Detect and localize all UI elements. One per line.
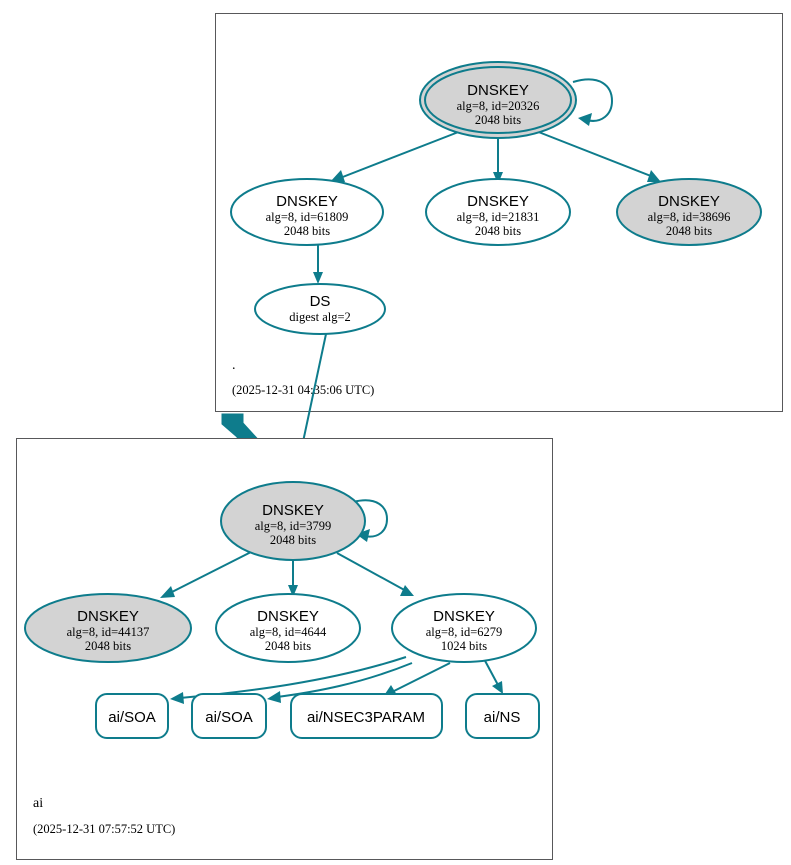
edge-root-ksk-to-38696 <box>535 130 661 182</box>
zone-label-root: . <box>232 358 236 373</box>
edge-root-ksk-to-61809 <box>330 130 462 182</box>
ai-soa-1-box <box>95 693 169 739</box>
ai-zsk-6279-params: alg=8, id=6279 <box>426 625 503 639</box>
edge-ai-ksk-to-6279 <box>336 552 414 596</box>
edge-ai-ksk-to-44137 <box>160 550 254 598</box>
ai-soa-2-box <box>191 693 267 739</box>
zone-cluster-root: DNSKEY alg=8, id=20326 2048 bits DNSKEY … <box>215 13 783 412</box>
edge-root-ksk-selfsign <box>572 78 614 126</box>
root-zsk-61809-ellipse <box>230 178 384 246</box>
ai-zsk-4644-params: alg=8, id=4644 <box>250 625 327 639</box>
ai-zsk-6279-ellipse <box>391 593 537 663</box>
node-ai-zsk-4644[interactable]: DNSKEY alg=8, id=4644 2048 bits <box>215 593 361 663</box>
ai-zsk-6279-size: 1024 bits <box>441 639 487 653</box>
node-root-ksk-20326[interactable]: DNSKEY alg=8, id=20326 2048 bits <box>419 61 577 139</box>
ai-zsk-4644-title: DNSKEY <box>257 608 319 625</box>
root-ds-title: DS <box>310 293 331 310</box>
node-ai-zsk-6279[interactable]: DNSKEY alg=8, id=6279 1024 bits <box>391 593 537 663</box>
ai-zsk-4644-ellipse <box>215 593 361 663</box>
root-zsk-21831-params: alg=8, id=21831 <box>457 210 540 224</box>
node-root-zsk-38696[interactable]: DNSKEY alg=8, id=38696 2048 bits <box>616 178 762 246</box>
root-ksk-inner-ellipse <box>424 66 572 134</box>
ai-zsk-44137-size: 2048 bits <box>85 639 131 653</box>
ai-soa-1-label: ai/SOA <box>108 709 156 726</box>
ai-ns-box <box>465 693 540 739</box>
edge-ai-6279-to-ns <box>482 656 503 694</box>
ai-nsec3param-box <box>290 693 443 739</box>
root-zsk-38696-size: 2048 bits <box>666 224 712 238</box>
node-root-zsk-21831[interactable]: DNSKEY alg=8, id=21831 2048 bits <box>425 178 571 246</box>
ai-zsk-44137-title: DNSKEY <box>77 608 139 625</box>
edge-ai-ksk-to-4644 <box>288 559 298 597</box>
node-root-zsk-61809[interactable]: DNSKEY alg=8, id=61809 2048 bits <box>230 178 384 246</box>
edge-root-61809-to-ds <box>313 245 323 284</box>
root-zsk-38696-ellipse <box>616 178 762 246</box>
root-ds-ellipse <box>254 283 386 335</box>
ai-ksk-3799-ellipse <box>220 481 366 561</box>
root-zsk-38696-title: DNSKEY <box>658 193 720 210</box>
ai-zsk-6279-title: DNSKEY <box>433 608 495 625</box>
root-zsk-21831-title: DNSKEY <box>467 193 529 210</box>
root-ksk-params: alg=8, id=20326 <box>457 99 540 113</box>
node-rrset-ai-ns[interactable]: ai/NS <box>465 693 540 739</box>
root-zsk-21831-size: 2048 bits <box>475 224 521 238</box>
ai-ksk-3799-size: 2048 bits <box>270 533 316 547</box>
root-zsk-38696-params: alg=8, id=38696 <box>648 210 731 224</box>
ai-nsec3param-label: ai/NSEC3PARAM <box>307 709 425 726</box>
node-ai-ksk-3799[interactable]: DNSKEY alg=8, id=3799 2048 bits <box>220 481 366 561</box>
ai-ksk-3799-params: alg=8, id=3799 <box>255 519 332 533</box>
zone-label-ai: ai <box>33 796 43 811</box>
node-root-ds[interactable]: DS digest alg=2 <box>254 283 386 335</box>
ai-ksk-3799-title: DNSKEY <box>262 502 324 519</box>
ai-zsk-44137-params: alg=8, id=44137 <box>67 625 150 639</box>
root-ds-params: digest alg=2 <box>289 310 351 324</box>
ai-zsk-4644-size: 2048 bits <box>265 639 311 653</box>
node-ai-zsk-44137[interactable]: DNSKEY alg=8, id=44137 2048 bits <box>24 593 192 663</box>
zone-cluster-ai: DNSKEY alg=8, id=3799 2048 bits DNSKEY a… <box>16 438 553 860</box>
node-rrset-ai-soa-2[interactable]: ai/SOA <box>191 693 267 739</box>
root-ksk-size: 2048 bits <box>475 113 521 127</box>
node-rrset-ai-soa-1[interactable]: ai/SOA <box>95 693 169 739</box>
root-zsk-61809-params: alg=8, id=61809 <box>266 210 349 224</box>
ai-zsk-44137-ellipse <box>24 593 192 663</box>
root-zsk-21831-ellipse <box>425 178 571 246</box>
ai-ns-label: ai/NS <box>484 709 521 726</box>
zone-timestamp-root: (2025-12-31 04:35:06 UTC) <box>232 383 374 397</box>
edge-ai-6279-to-soa-2 <box>267 662 413 703</box>
root-zsk-61809-title: DNSKEY <box>276 193 338 210</box>
zone-timestamp-ai: (2025-12-31 07:57:52 UTC) <box>33 822 175 836</box>
root-ksk-title: DNSKEY <box>467 82 529 99</box>
edge-ai-ksk-selfsign <box>352 499 389 542</box>
ai-soa-2-label: ai/SOA <box>205 709 253 726</box>
node-rrset-ai-nsec3param[interactable]: ai/NSEC3PARAM <box>290 693 443 739</box>
root-zsk-61809-size: 2048 bits <box>284 224 330 238</box>
